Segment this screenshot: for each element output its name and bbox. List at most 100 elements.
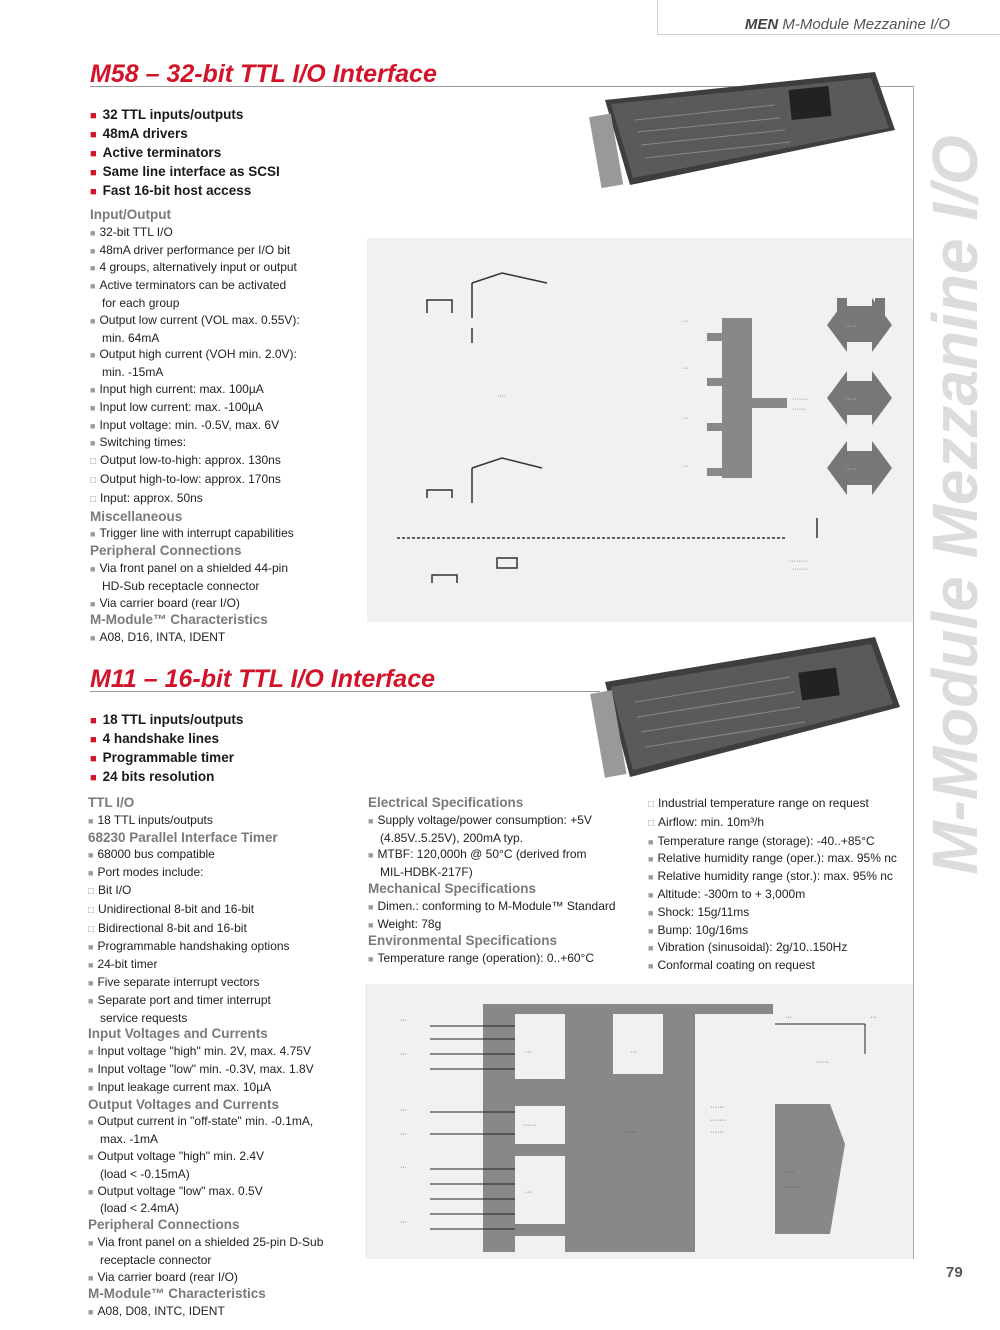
svg-text:·······: ······· [792,396,808,403]
spec-line: Input voltage "low" min. -0.3V, max. 1.8… [88,1061,363,1079]
svg-text:···: ··· [682,365,689,372]
spec-line: A08, D16, INTA, IDENT [90,629,370,647]
m11-spec-column-3: Industrial temperature range on requestA… [648,795,913,975]
spec-line: HD-Sub receptacle connector [102,578,260,593]
svg-text:·······: ······· [785,1184,801,1191]
spec-line: Dimen.: conforming to M-Module™ Standard [368,898,643,916]
spec-line: Conformal coating on request [648,957,913,975]
m11-title: M11 – 16-bit TTL I/O Interface [90,665,435,693]
section-heading: Mechanical Specifications [368,880,537,896]
spec-line: Airflow: min. 10m³/h [648,814,913,833]
spec-line: Relative humidity range (oper.): max. 95… [648,850,913,868]
svg-text:···: ··· [400,1107,407,1114]
spec-line: Output current in "off-state" min. -0.1m… [88,1113,363,1131]
section-heading: M-Module™ Characteristics [90,612,268,628]
spec-line: Altitude: -300m to + 3,000m [648,886,913,904]
m58-title: M58 – 32-bit TTL I/O Interface [90,60,437,88]
spec-line: Unidirectional 8-bit and 16-bit [88,901,363,920]
page-header: MEN M-Module Mezzanine I/O [745,16,950,33]
spec-line: min. 64mA [102,330,160,345]
spec-line: (load < 2.4mA) [100,1201,180,1216]
svg-text:···: ··· [400,1051,407,1058]
section-heading: Miscellaneous [90,508,183,524]
svg-text:···: ··· [400,1164,407,1171]
right-margin-line [913,86,914,1259]
svg-text:······: ······ [710,1104,724,1111]
spec-line: Via carrier board (rear I/O) [88,1269,363,1287]
m11-block-diagram: ········· ········· ············ ·······… [365,984,913,1259]
spec-line: 48mA driver performance per I/O bit [90,242,370,260]
spec-line: A08, D08, INTC, IDENT [88,1303,363,1321]
feature-bullet: 32 TTL inputs/outputs [90,106,280,125]
spec-line: min. -15mA [102,365,164,380]
section-heading: Peripheral Connections [88,1217,240,1233]
spec-line: Output voltage "high" min. 2.4V [88,1148,363,1166]
svg-text:···: ··· [682,415,689,422]
spec-line: 4 groups, alternatively input or output [90,259,370,277]
svg-text:···: ··· [400,1017,407,1024]
spec-line: Via front panel on a shielded 25-pin D-S… [88,1234,363,1252]
svg-text:········: ········ [789,558,808,565]
svg-text:···: ··· [630,1049,637,1056]
spec-line: Temperature range (storage): -40..+85°C [648,833,913,851]
svg-text:···: ··· [525,1189,532,1196]
svg-text:···: ··· [400,1131,407,1138]
spec-line: Separate port and timer interrupt [88,992,363,1010]
section-heading: Electrical Specifications [368,795,524,810]
m11-spec-column-2: Electrical SpecificationsSupply voltage/… [368,795,643,968]
feature-bullet: 18 TTL inputs/outputs [90,711,244,730]
spec-line: 32-bit TTL I/O [90,224,370,242]
svg-text:·····: ····· [625,1129,637,1136]
section-heading: Output Voltages and Currents [88,1096,280,1112]
spec-line: Input high current: max. 100µA [90,381,370,399]
m58-spec-column: Input/Output32-bit TTL I/O48mA driver pe… [90,207,370,647]
header-divider [657,0,658,34]
svg-text:······: ······ [815,1059,829,1066]
header-brand: MEN [744,16,779,33]
m58-feature-list: 32 TTL inputs/outputs48mA driversActive … [90,106,280,201]
spec-line: Output high current (VOH min. 2.0V): [90,346,370,364]
feature-bullet: Fast 16-bit host access [90,182,280,201]
section-heading: TTL I/O [88,795,135,810]
spec-line: Output low current (VOL max. 0.55V): [90,312,370,330]
spec-line: Relative humidity range (stor.): max. 95… [648,868,913,886]
spec-line: MIL-HDBK-217F) [380,865,473,880]
spec-line: Input leakage current max. 10µA [88,1079,363,1097]
spec-line: Supply voltage/power consumption: +5V [368,812,643,830]
page-number: 79 [946,1264,963,1281]
spec-line: for each group [102,295,180,310]
svg-text:······: ······ [710,1129,724,1136]
spec-line: Bit I/O [88,882,363,901]
header-subtitle: M-Module Mezzanine I/O [782,16,950,33]
spec-line: 68000 bus compatible [88,846,363,864]
header-divider-horizontal [657,34,1000,35]
section-heading: M-Module™ Characteristics [88,1286,266,1302]
spec-line: Five separate interrupt vectors [88,974,363,992]
feature-bullet: Same line interface as SCSI [90,163,280,182]
feature-bullet: Active terminators [90,144,280,163]
spec-line: Output high-to-low: approx. 170ns [90,471,370,490]
svg-text:·······: ······· [710,1117,726,1124]
spec-line: Output low-to-high: approx. 130ns [90,452,370,471]
svg-text:···: ··· [682,318,689,325]
spec-line: Bump: 10g/16ms [648,922,913,940]
spec-line: (load < -0.15mA) [100,1166,190,1181]
spec-line: Input: approx. 50ns [90,490,370,509]
svg-text:·····: ····· [845,396,857,403]
svg-text:···: ··· [785,1014,792,1021]
spec-line: 18 TTL inputs/outputs [88,812,363,830]
spec-line: (4.85V..5.25V), 200mA typ. [380,830,523,845]
feature-bullet: Programmable timer [90,749,243,768]
section-heading: Peripheral Connections [90,543,242,559]
svg-text:·····: ····· [845,466,857,473]
spec-line: Temperature range (operation): 0..+60°C [368,950,643,968]
svg-text:····: ···· [785,1169,794,1176]
svg-text:·······: ······· [792,566,808,573]
svg-text:···: ··· [400,1219,407,1226]
m11-title-rule [90,691,600,692]
m11-feature-list: 18 TTL inputs/outputs4 handshake linesPr… [90,711,244,787]
sidebar-vertical-text: M-Module Mezzanine I/O [919,135,991,875]
spec-line: Industrial temperature range on request [648,795,913,814]
svg-text:····: ···· [497,393,506,400]
